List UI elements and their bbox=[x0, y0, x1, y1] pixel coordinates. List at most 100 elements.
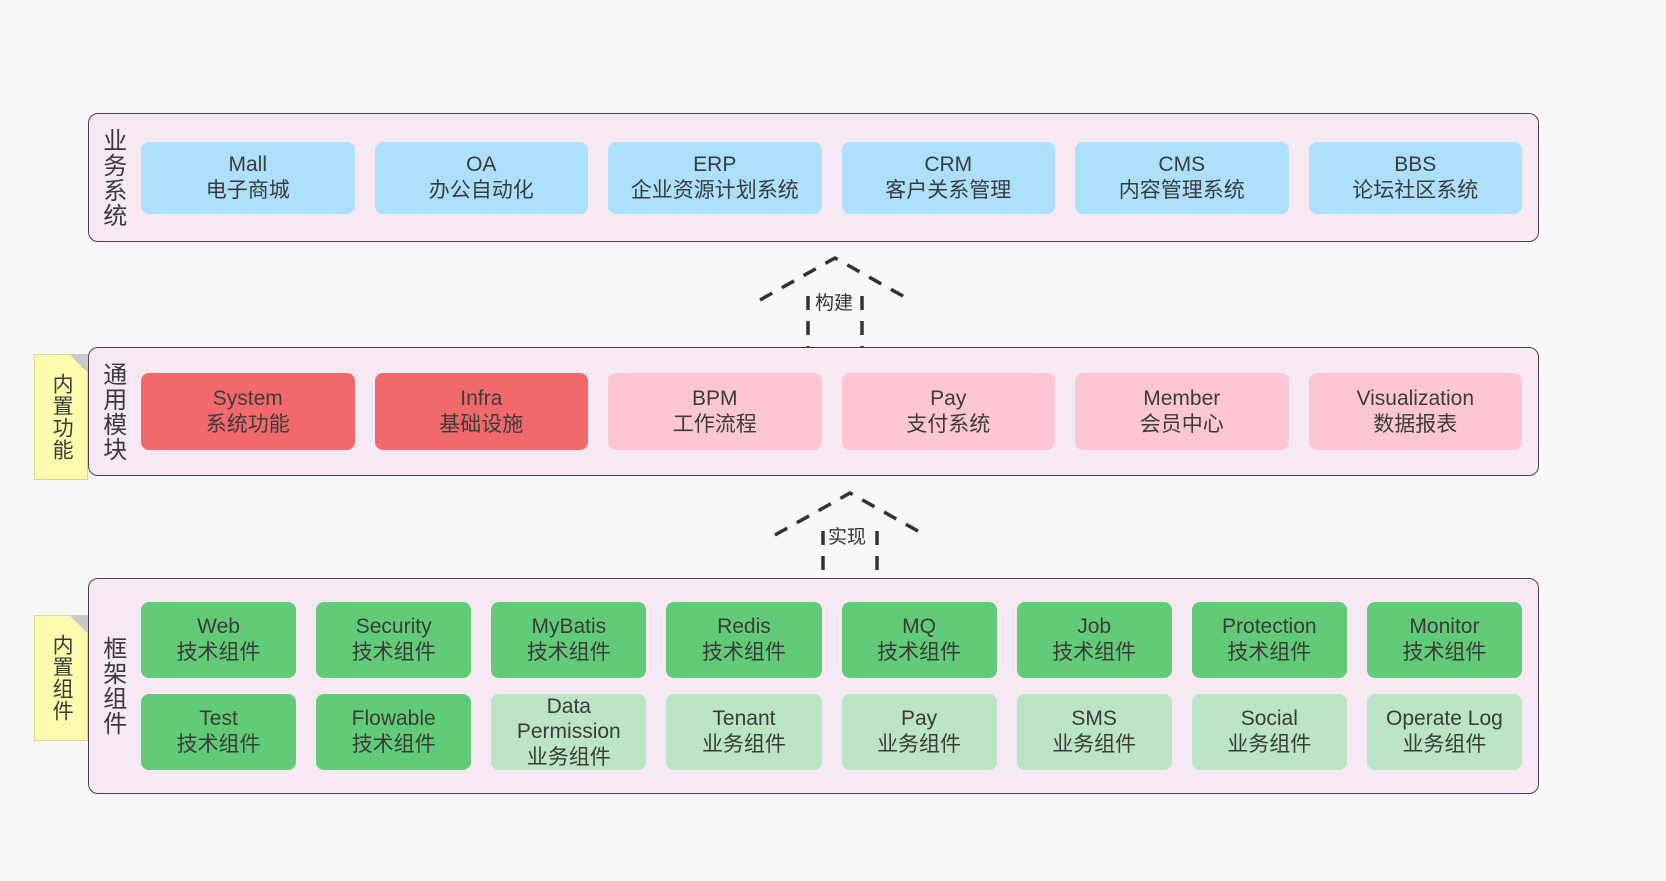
layer-common-modules: 通用模块 System 系统功能 Infra 基础设施 BPM 工作流程 Pay… bbox=[88, 347, 1539, 476]
card-subtitle: 数据报表 bbox=[1373, 412, 1458, 436]
card-title: Member bbox=[1143, 386, 1221, 410]
card-subtitle: 业务组件 bbox=[877, 733, 962, 756]
card-subtitle: 客户关系管理 bbox=[885, 178, 1012, 202]
card-sms[interactable]: SMS 业务组件 bbox=[1016, 694, 1172, 770]
card-subtitle: 业务组件 bbox=[1052, 733, 1137, 756]
card-mall[interactable]: Mall 电子商城 bbox=[141, 141, 355, 214]
card-title: CMS bbox=[1158, 152, 1206, 176]
card-flowable[interactable]: Flowable 技术组件 bbox=[316, 694, 472, 770]
layer-framework-components: 框架组件 Web 技术组件 Security 技术组件 MyBatis 技术组件… bbox=[88, 578, 1539, 794]
card-security[interactable]: Security 技术组件 bbox=[316, 602, 472, 678]
card-subtitle: 会员中心 bbox=[1139, 412, 1224, 436]
card-title: Operate Log bbox=[1386, 707, 1503, 731]
card-title: MQ bbox=[902, 615, 936, 639]
card-subtitle: 企业资源计划系统 bbox=[630, 178, 799, 202]
card-subtitle: 业务组件 bbox=[1402, 733, 1487, 756]
card-infra[interactable]: Infra 基础设施 bbox=[374, 373, 588, 450]
card-oa[interactable]: OA 办公自动化 bbox=[374, 141, 588, 214]
card-redis[interactable]: Redis 技术组件 bbox=[666, 602, 822, 678]
card-title: BBS bbox=[1394, 152, 1437, 176]
card-subtitle: 技术组件 bbox=[176, 641, 261, 664]
card-social[interactable]: Social 业务组件 bbox=[1191, 694, 1347, 770]
card-title: Data Permission bbox=[516, 694, 621, 744]
card-subtitle: 技术组件 bbox=[176, 733, 261, 756]
card-title: BPM bbox=[691, 386, 738, 410]
note-label: 内置功能 bbox=[50, 373, 74, 461]
card-subtitle: 内容管理系统 bbox=[1118, 178, 1245, 202]
card-subtitle: 技术组件 bbox=[351, 733, 436, 756]
card-title: OA bbox=[466, 152, 497, 176]
layer-title-common-modules: 通用模块 bbox=[98, 361, 126, 462]
layer-title-framework-components: 框架组件 bbox=[98, 636, 126, 736]
card-row: Mall 电子商城 OA 办公自动化 ERP 企业资源计划系统 CRM 客户关系… bbox=[141, 141, 1522, 214]
note-builtin-components: 内置组件 bbox=[34, 615, 88, 741]
card-monitor[interactable]: Monitor 技术组件 bbox=[1366, 602, 1522, 678]
card-title: Social bbox=[1240, 707, 1298, 731]
card-protection[interactable]: Protection 技术组件 bbox=[1191, 602, 1347, 678]
card-title: Web bbox=[197, 615, 240, 639]
card-title: Job bbox=[1077, 615, 1112, 639]
card-cms[interactable]: CMS 内容管理系统 bbox=[1075, 141, 1289, 214]
card-mybatis[interactable]: MyBatis 技术组件 bbox=[491, 602, 647, 678]
card-subtitle: 技术组件 bbox=[526, 641, 611, 664]
card-title: System bbox=[212, 386, 283, 410]
note-label: 内置组件 bbox=[50, 634, 74, 722]
card-title: Flowable bbox=[351, 707, 436, 731]
note-builtin-functions: 内置功能 bbox=[34, 354, 88, 480]
card-subtitle: 业务组件 bbox=[701, 733, 786, 756]
card-title: Pay bbox=[930, 386, 967, 410]
card-title: Tenant bbox=[712, 707, 776, 731]
card-title: CRM bbox=[924, 152, 973, 176]
connector-build-label: 构建 bbox=[815, 293, 854, 314]
card-subtitle: 论坛社区系统 bbox=[1352, 178, 1479, 202]
layer-body-business-systems: Mall 电子商城 OA 办公自动化 ERP 企业资源计划系统 CRM 客户关系… bbox=[135, 114, 1538, 241]
card-member[interactable]: Member 会员中心 bbox=[1075, 373, 1289, 450]
card-title: Redis bbox=[717, 615, 771, 639]
card-subtitle: 支付系统 bbox=[906, 412, 991, 436]
card-title: Monitor bbox=[1409, 615, 1480, 639]
card-title: Protection bbox=[1222, 615, 1317, 639]
layer-title-business-systems: 业务系统 bbox=[98, 127, 126, 228]
card-subtitle: 技术组件 bbox=[1052, 641, 1137, 664]
card-data-permission[interactable]: Data Permission 业务组件 bbox=[491, 694, 647, 770]
card-subtitle: 技术组件 bbox=[351, 641, 436, 664]
card-test[interactable]: Test 技术组件 bbox=[141, 694, 297, 770]
card-bbs[interactable]: BBS 论坛社区系统 bbox=[1308, 141, 1522, 214]
card-bpm[interactable]: BPM 工作流程 bbox=[608, 373, 822, 450]
card-title: Security bbox=[355, 615, 432, 639]
card-subtitle: 技术组件 bbox=[1402, 641, 1487, 664]
card-subtitle: 基础设施 bbox=[439, 412, 524, 436]
card-subtitle: 技术组件 bbox=[701, 641, 786, 664]
card-title: Visualization bbox=[1356, 386, 1475, 410]
layer-body-common-modules: System 系统功能 Infra 基础设施 BPM 工作流程 Pay 支付系统… bbox=[135, 348, 1538, 475]
card-pay[interactable]: Pay 支付系统 bbox=[841, 373, 1055, 450]
card-pay-component[interactable]: Pay 业务组件 bbox=[841, 694, 997, 770]
card-title: SMS bbox=[1071, 707, 1117, 731]
card-subtitle: 系统功能 bbox=[205, 412, 290, 436]
card-subtitle: 业务组件 bbox=[1227, 733, 1312, 756]
card-title: ERP bbox=[693, 152, 737, 176]
card-title: Pay bbox=[900, 707, 938, 731]
card-title: MyBatis bbox=[531, 615, 607, 639]
connector-implement-label: 实现 bbox=[828, 527, 867, 548]
card-job[interactable]: Job 技术组件 bbox=[1016, 602, 1172, 678]
card-crm[interactable]: CRM 客户关系管理 bbox=[841, 141, 1055, 214]
card-title: Infra bbox=[460, 386, 503, 410]
card-subtitle: 电子商城 bbox=[205, 178, 290, 202]
card-subtitle: 办公自动化 bbox=[428, 178, 534, 202]
layer-business-systems: 业务系统 Mall 电子商城 OA 办公自动化 ERP 企业资源计划系统 CRM… bbox=[88, 113, 1539, 242]
card-title: Mall bbox=[228, 152, 267, 176]
layer-body-framework-components: Web 技术组件 Security 技术组件 MyBatis 技术组件 Redi… bbox=[135, 579, 1538, 793]
card-system[interactable]: System 系统功能 bbox=[141, 373, 355, 450]
card-row: System 系统功能 Infra 基础设施 BPM 工作流程 Pay 支付系统… bbox=[141, 373, 1522, 450]
card-visualization[interactable]: Visualization 数据报表 bbox=[1308, 373, 1522, 450]
card-operate-log[interactable]: Operate Log 业务组件 bbox=[1366, 694, 1522, 770]
card-mq[interactable]: MQ 技术组件 bbox=[841, 602, 997, 678]
card-row: Test 技术组件 Flowable 技术组件 Data Permission … bbox=[141, 694, 1522, 770]
card-subtitle: 技术组件 bbox=[877, 641, 962, 664]
card-tenant[interactable]: Tenant 业务组件 bbox=[666, 694, 822, 770]
card-row: Web 技术组件 Security 技术组件 MyBatis 技术组件 Redi… bbox=[141, 602, 1522, 678]
card-erp[interactable]: ERP 企业资源计划系统 bbox=[608, 141, 822, 214]
card-web[interactable]: Web 技术组件 bbox=[141, 602, 297, 678]
